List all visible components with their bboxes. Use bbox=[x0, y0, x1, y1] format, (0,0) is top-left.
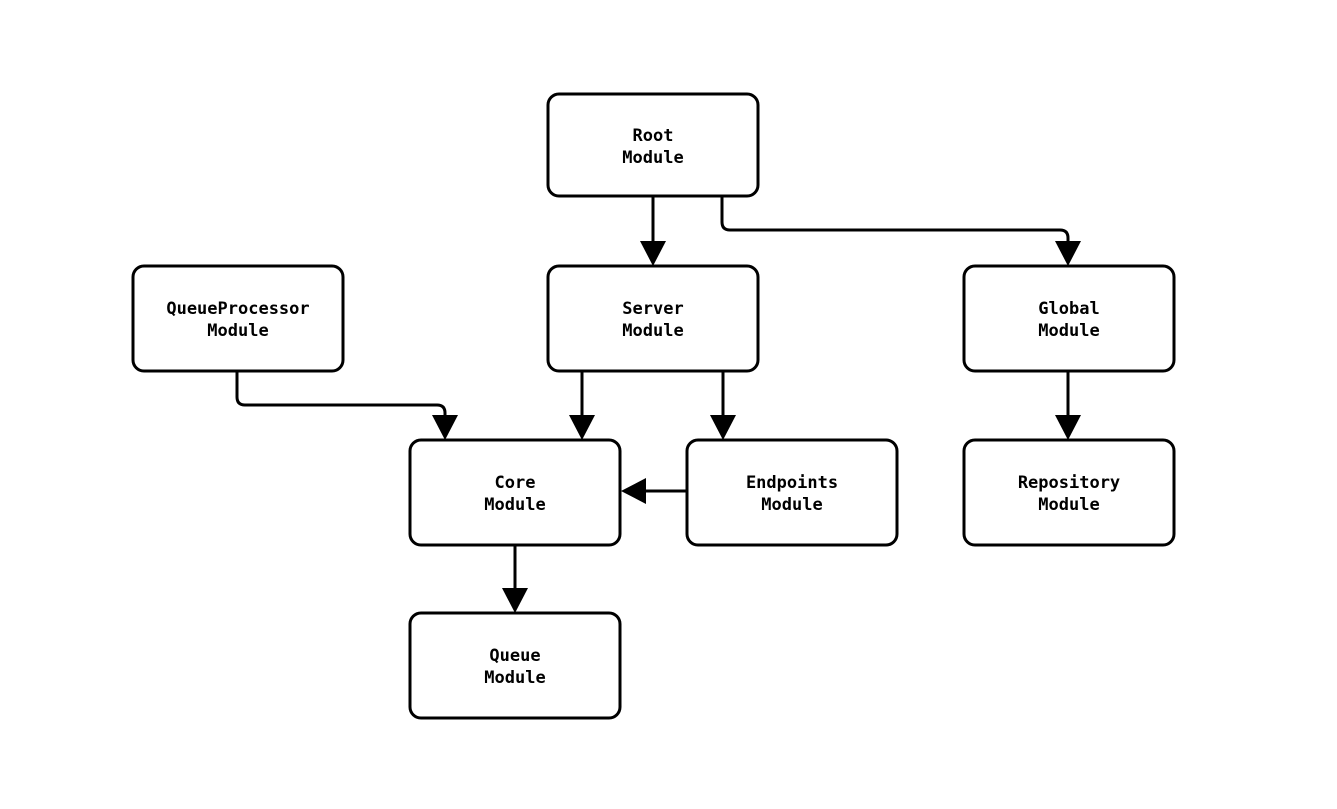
node-root-module[interactable]: Root Module bbox=[546, 92, 760, 198]
edge-server-endpoints bbox=[710, 371, 736, 440]
edge-server-endpoints-arrowhead bbox=[710, 415, 736, 440]
edge-core-queue bbox=[502, 545, 528, 613]
node-endpoints-module[interactable]: Endpoints Module bbox=[685, 438, 899, 547]
node-server-module-label-line2: Module bbox=[622, 321, 683, 341]
node-queue-module-label-line1: Queue bbox=[489, 646, 540, 666]
node-root-module-label-line1: Root bbox=[633, 126, 674, 146]
node-repository-module-label-line2: Module bbox=[1038, 495, 1099, 515]
node-global-module-box[interactable] bbox=[962, 264, 1176, 373]
node-queueprocessor-module-label-line2: Module bbox=[207, 321, 268, 341]
node-server-module-box[interactable] bbox=[546, 264, 760, 373]
node-server-module-label-line1: Server bbox=[622, 299, 683, 319]
edge-global-repository bbox=[1055, 371, 1081, 440]
edge-queueprocessor-core-line bbox=[235, 371, 447, 424]
node-global-module-label-line2: Module bbox=[1038, 321, 1099, 341]
node-core-module-box[interactable] bbox=[408, 438, 622, 547]
edge-root-server-arrowhead bbox=[640, 241, 666, 266]
node-queue-module-box[interactable] bbox=[408, 611, 622, 720]
edge-root-global-arrowhead bbox=[1055, 241, 1081, 266]
node-repository-module-label-line1: Repository bbox=[1018, 473, 1120, 493]
node-root-module-box[interactable] bbox=[546, 92, 760, 198]
edge-endpoints-core bbox=[621, 478, 687, 504]
node-global-module-label-line1: Global bbox=[1038, 299, 1099, 319]
node-core-module[interactable]: Core Module bbox=[408, 438, 622, 547]
node-server-module[interactable]: Server Module bbox=[546, 264, 760, 373]
edge-root-global-line bbox=[720, 196, 1070, 250]
edge-root-server bbox=[640, 196, 666, 266]
node-queueprocessor-module[interactable]: QueueProcessor Module bbox=[131, 264, 345, 373]
edge-queueprocessor-core bbox=[235, 371, 458, 440]
node-endpoints-module-box[interactable] bbox=[685, 438, 899, 547]
node-queue-module-label-line2: Module bbox=[484, 668, 545, 688]
edge-layer bbox=[235, 196, 1081, 613]
edge-root-global bbox=[720, 196, 1081, 266]
node-repository-module-box[interactable] bbox=[962, 438, 1176, 547]
node-core-module-label-line2: Module bbox=[484, 495, 545, 515]
node-queueprocessor-module-box[interactable] bbox=[131, 264, 345, 373]
edge-server-core bbox=[569, 371, 595, 440]
node-root-module-label-line2: Module bbox=[622, 148, 683, 168]
node-queue-module[interactable]: Queue Module bbox=[408, 611, 622, 720]
edge-endpoints-core-arrowhead bbox=[621, 478, 646, 504]
node-queueprocessor-module-label-line1: QueueProcessor bbox=[166, 299, 309, 319]
edge-queueprocessor-core-arrowhead bbox=[432, 415, 458, 440]
edge-core-queue-arrowhead bbox=[502, 588, 528, 613]
node-layer: Root Module QueueProcessor Module Server… bbox=[131, 92, 1176, 720]
node-endpoints-module-label-line1: Endpoints bbox=[746, 473, 838, 493]
edge-server-core-arrowhead bbox=[569, 415, 595, 440]
edge-global-repository-arrowhead bbox=[1055, 415, 1081, 440]
node-core-module-label-line1: Core bbox=[495, 473, 536, 493]
node-global-module[interactable]: Global Module bbox=[962, 264, 1176, 373]
node-endpoints-module-label-line2: Module bbox=[761, 495, 822, 515]
node-repository-module[interactable]: Repository Module bbox=[962, 438, 1176, 547]
